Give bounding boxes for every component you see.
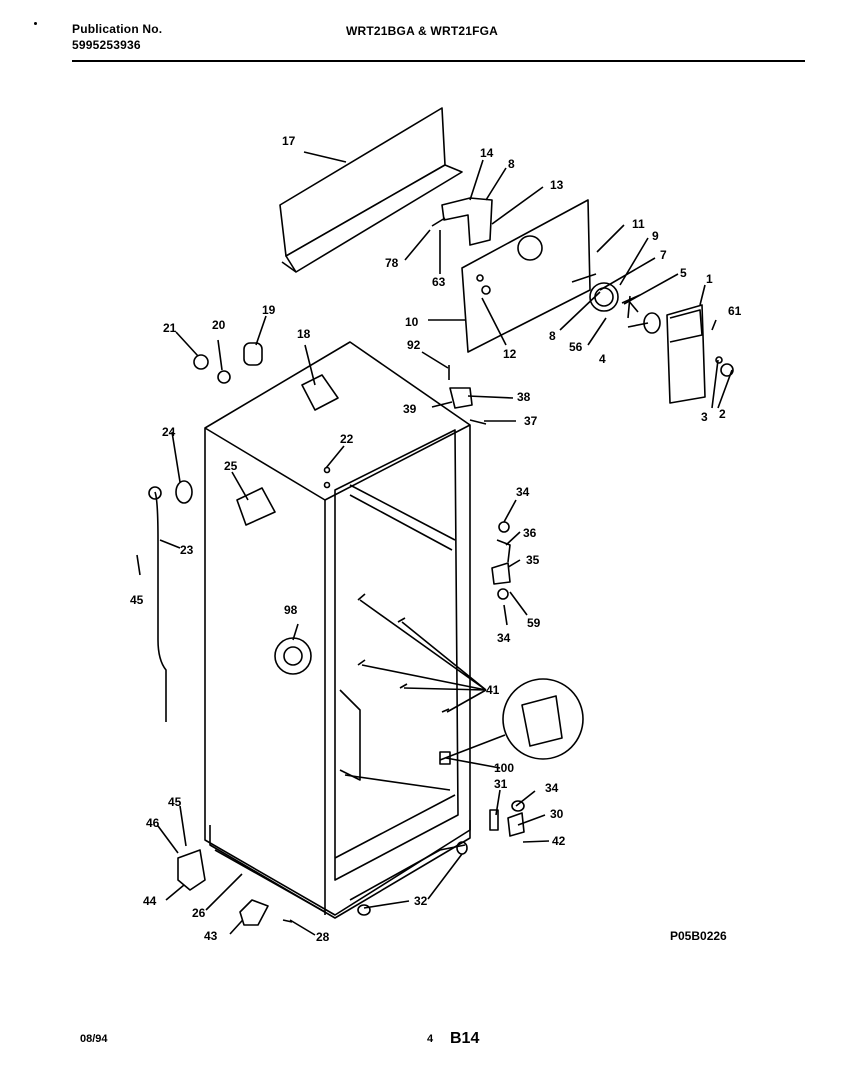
part-label: 1	[706, 272, 713, 286]
part-label: 46	[146, 816, 160, 830]
part-label: 24	[162, 425, 176, 439]
scan-mark	[34, 22, 37, 25]
part-label: 61	[728, 304, 742, 318]
part-label: 38	[517, 390, 531, 404]
drawing-code: P05B0226	[670, 929, 727, 943]
part-label: 41	[486, 683, 500, 697]
part-label: 59	[527, 616, 541, 630]
part-label: 30	[550, 807, 564, 821]
part-label: 14	[480, 146, 494, 160]
part-label: 100	[494, 761, 514, 775]
part-label: 20	[212, 318, 226, 332]
part-label: 32	[414, 894, 428, 908]
part-label: 13	[550, 178, 564, 192]
part-label: 98	[284, 603, 298, 617]
part-label: 21	[163, 321, 177, 335]
publication-number: 5995253936	[72, 38, 141, 52]
model-numbers: WRT21BGA & WRT21FGA	[346, 24, 499, 38]
part-label: 63	[432, 275, 446, 289]
part-label: 10	[405, 315, 419, 329]
part-label: 42	[552, 834, 566, 848]
part-label: 4	[599, 352, 606, 366]
part-label: 18	[297, 327, 311, 341]
part-label: 39	[403, 402, 417, 416]
part-label: 34	[545, 781, 559, 795]
footer-section-code: B14	[450, 1030, 480, 1047]
part-labels: 17 14 8 13 78 63 11 9 7 5 1 10 12 8 56 4…	[130, 134, 742, 944]
part-label: 7	[660, 248, 667, 262]
footer-page-number: 4	[427, 1033, 434, 1045]
part-label: 12	[503, 347, 517, 361]
part-label: 31	[494, 777, 508, 791]
part-label: 44	[143, 894, 157, 908]
part-label: 78	[385, 256, 399, 270]
part-label: 11	[632, 217, 645, 231]
part-label: 36	[523, 526, 537, 540]
part-label: 37	[524, 414, 538, 428]
footer-date: 08/94	[80, 1033, 108, 1045]
part-label: 28	[316, 930, 330, 944]
part-label: 26	[192, 906, 206, 920]
header-rule	[72, 60, 805, 62]
part-label: 23	[180, 543, 194, 557]
part-label: 25	[224, 459, 238, 473]
part-label: 43	[204, 929, 218, 943]
part-label: 8	[508, 157, 515, 171]
part-label: 8	[549, 329, 556, 343]
part-label: 92	[407, 338, 421, 352]
part-label: 35	[526, 553, 540, 567]
part-label: 3	[701, 410, 708, 424]
part-label: 9	[652, 229, 659, 243]
part-label: 22	[340, 432, 354, 446]
part-label: 2	[719, 407, 726, 421]
part-label: 19	[262, 303, 276, 317]
part-label: 45	[130, 593, 144, 607]
publication-label: Publication No.	[72, 22, 163, 36]
part-label: 17	[282, 134, 296, 148]
cabinet-drawing	[136, 107, 734, 936]
part-label: 34	[516, 485, 530, 499]
part-label: 5	[680, 266, 687, 280]
part-label: 56	[569, 340, 583, 354]
part-label: 34	[497, 631, 511, 645]
part-label: 45	[168, 795, 182, 809]
